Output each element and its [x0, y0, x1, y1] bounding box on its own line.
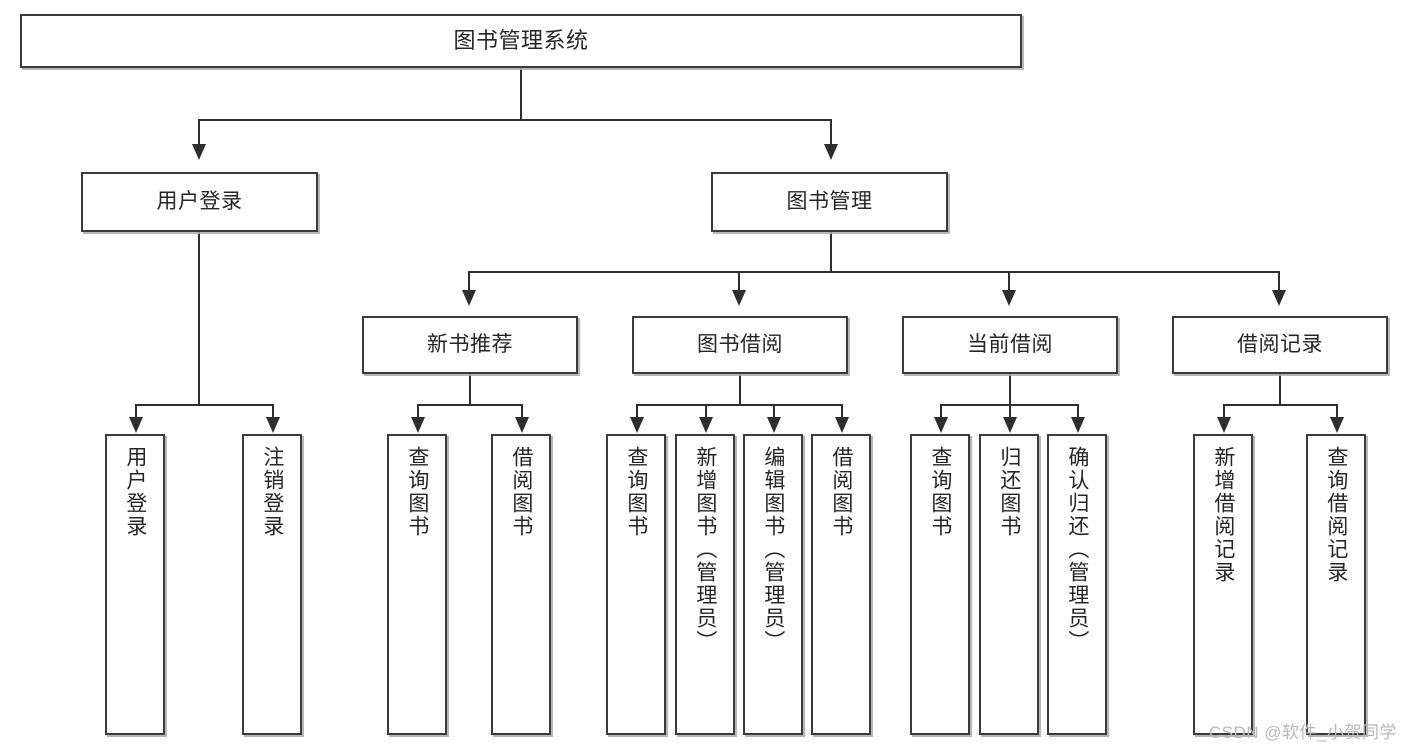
edge-cb-to-confirm — [1077, 404, 1079, 423]
node-query-borrow-record[interactable]: 查询借阅记录 — [1306, 434, 1366, 735]
edge-bm-to-borrow-record — [1278, 271, 1280, 294]
arrow-bb-to-add — [699, 417, 713, 433]
node-label: 归还图书 — [997, 446, 1021, 538]
edge-cb-to-return — [1009, 404, 1011, 423]
node-book-borrow[interactable]: 图书借阅 — [632, 316, 848, 374]
edge-new-book-to-query — [417, 404, 419, 423]
edge-new-book-to-borrow — [521, 404, 523, 423]
edge-br-to-add — [1223, 404, 1225, 423]
edge-bm-to-current-borrow — [1008, 271, 1010, 294]
arrow-bb-to-borrow — [835, 417, 849, 433]
node-borrow-record[interactable]: 借阅记录 — [1172, 316, 1388, 374]
node-user-login-do[interactable]: 用户登录 — [105, 434, 165, 735]
edge-book-management-bus — [468, 271, 1280, 273]
node-label: 借阅图书 — [509, 446, 533, 538]
edge-user-login-to-logout — [272, 404, 274, 423]
arrow-new-book-to-query — [411, 417, 425, 433]
arrow-br-to-query — [1330, 417, 1344, 433]
arrow-user-login-to-login — [129, 417, 143, 433]
edge-borrow-record-stem — [1279, 374, 1281, 405]
node-label: 用户登录 — [156, 189, 243, 213]
node-user-login[interactable]: 用户登录 — [81, 172, 318, 232]
edge-bm-to-book-borrow — [738, 271, 740, 294]
node-label: 新书推荐 — [427, 332, 513, 356]
csdn-watermark: CSDN @软件_小贺同学 — [1208, 723, 1397, 742]
arrow-bb-to-edit — [767, 417, 781, 433]
arrow-bm-to-book-borrow — [732, 290, 746, 306]
edge-user-login-stem — [198, 232, 200, 405]
node-borrow-book-2[interactable]: 借阅图书 — [811, 434, 871, 735]
arrow-root-to-user-login — [192, 144, 206, 160]
edge-borrow-record-bus — [1223, 404, 1337, 406]
node-user-logout[interactable]: 注销登录 — [242, 434, 302, 735]
arrow-bb-to-query — [630, 417, 644, 433]
edge-bb-to-query — [636, 404, 638, 423]
edge-current-borrow-stem — [1009, 374, 1011, 405]
node-current-borrow[interactable]: 当前借阅 — [902, 316, 1118, 374]
edge-bb-to-add — [705, 404, 707, 423]
node-label: 新增图书（管理员） — [693, 446, 717, 653]
edge-root-stem — [520, 68, 522, 120]
edge-book-management-stem — [830, 232, 832, 272]
node-label: 图书管理 — [786, 189, 873, 213]
node-new-book-recommend[interactable]: 新书推荐 — [362, 316, 578, 374]
arrow-bm-to-new-book — [462, 290, 476, 306]
node-root-system[interactable]: 图书管理系统 — [20, 14, 1022, 68]
node-label: 借阅图书 — [829, 446, 853, 538]
edge-root-to-user-login — [198, 119, 200, 147]
edge-root-bus — [198, 119, 832, 121]
arrow-user-login-to-logout — [266, 417, 280, 433]
arrow-br-to-add — [1217, 417, 1231, 433]
node-confirm-return-admin[interactable]: 确认归还（管理员） — [1047, 434, 1107, 735]
node-book-management[interactable]: 图书管理 — [711, 172, 948, 232]
node-label: 注销登录 — [260, 446, 284, 538]
node-label: 借阅记录 — [1237, 332, 1323, 356]
node-add-book-admin[interactable]: 新增图书（管理员） — [675, 434, 735, 735]
edge-new-book-stem — [469, 374, 471, 405]
node-query-book-1[interactable]: 查询图书 — [387, 434, 447, 735]
node-label: 新增借阅记录 — [1211, 446, 1235, 584]
node-add-borrow-record[interactable]: 新增借阅记录 — [1193, 434, 1253, 735]
edge-book-borrow-stem — [739, 374, 741, 405]
node-borrow-book-1[interactable]: 借阅图书 — [491, 434, 551, 735]
arrow-cb-to-confirm — [1071, 417, 1085, 433]
edge-br-to-query — [1336, 404, 1338, 423]
node-label: 查询图书 — [928, 446, 952, 538]
arrow-new-book-to-borrow — [515, 417, 529, 433]
edge-bm-to-new-book — [468, 271, 470, 294]
node-label: 图书管理系统 — [453, 28, 589, 54]
node-label: 编辑图书（管理员） — [761, 446, 785, 653]
node-label: 查询借阅记录 — [1324, 446, 1348, 584]
arrow-cb-to-return — [1003, 417, 1017, 433]
node-label: 查询图书 — [405, 446, 429, 538]
edge-cb-to-query — [940, 404, 942, 423]
node-query-book-3[interactable]: 查询图书 — [910, 434, 970, 735]
arrow-bm-to-current-borrow — [1002, 290, 1016, 306]
edge-root-to-book-management — [830, 119, 832, 147]
arrow-root-to-book-management — [824, 144, 838, 160]
node-edit-book-admin[interactable]: 编辑图书（管理员） — [743, 434, 803, 735]
node-label: 确认归还（管理员） — [1065, 446, 1089, 653]
node-label: 用户登录 — [123, 446, 147, 538]
edge-new-book-bus — [417, 404, 522, 406]
node-label: 当前借阅 — [967, 332, 1053, 356]
arrow-cb-to-query — [934, 417, 948, 433]
edge-book-borrow-bus — [636, 404, 843, 406]
node-return-book[interactable]: 归还图书 — [979, 434, 1039, 735]
node-label: 查询图书 — [624, 446, 648, 538]
arrow-bm-to-borrow-record — [1272, 290, 1286, 306]
edge-user-login-bus — [135, 404, 273, 406]
edge-bb-to-edit — [773, 404, 775, 423]
edge-bb-to-borrow — [841, 404, 843, 423]
node-query-book-2[interactable]: 查询图书 — [606, 434, 666, 735]
edge-user-login-to-login — [135, 404, 137, 423]
node-label: 图书借阅 — [697, 332, 783, 356]
